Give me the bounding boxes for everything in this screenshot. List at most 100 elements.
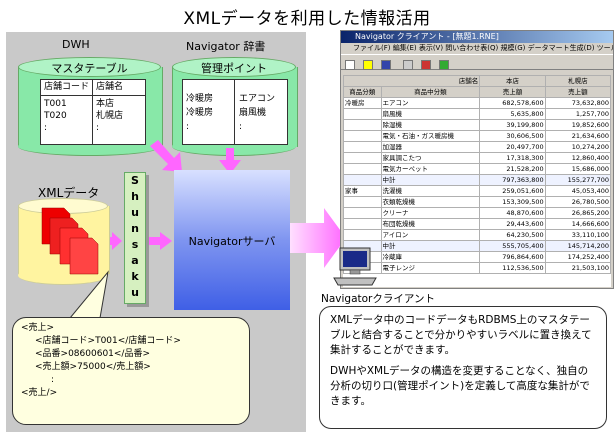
shunsaku-letter: n (131, 222, 139, 235)
table-cell: 48,870,600 (479, 207, 546, 219)
arrow-server-to-client (290, 208, 346, 268)
header-store-col2: 札幌店 (544, 75, 611, 87)
table-cell: 家具調こたつ (380, 152, 481, 164)
table-cell: 冷暖房 (343, 97, 382, 109)
management-point-title: 管理ポイント (201, 62, 267, 75)
table-cell (343, 152, 382, 164)
table-cell: 布団乾燥機 (380, 218, 481, 230)
xml-line: : (51, 375, 55, 385)
table-cell (343, 130, 382, 142)
header-store-col1: 本店 (479, 75, 546, 87)
header-subcategory: 商品中分類 (380, 86, 481, 98)
dict-cell: 冷暖房 (186, 108, 214, 118)
table-cell: 電気カーペット (380, 163, 481, 175)
table-cell: 259,051,600 (479, 185, 546, 197)
table-cell: 682,578,600 (479, 97, 546, 109)
dict-cell: 扇風機 (239, 108, 267, 118)
xml-data-label: XMLデータ (38, 186, 100, 200)
xml-data-cylinder (18, 198, 110, 285)
table-cell: 73,632,800 (544, 97, 611, 109)
table-cell (343, 119, 382, 131)
table-cell (343, 141, 382, 153)
management-point-table: 冷暖房 エアコン 冷暖房 扇風機 : : (182, 79, 288, 145)
arrow-shunsaku-to-server (147, 232, 172, 250)
table-cell: アイロン (380, 229, 481, 241)
shunsaku-letter: s (131, 238, 139, 251)
table-cell: 洗濯機 (380, 185, 481, 197)
shunsaku-letter: u (131, 286, 139, 299)
callout-pointer (68, 270, 109, 319)
master-table-title: マスタテーブル (51, 62, 128, 75)
shunsaku-letter: h (131, 190, 139, 203)
table-cell: エアコン (380, 97, 481, 109)
xml-sample-callout: <売上> <店舗コード>T001</店舗コード> <品番>08600601</品… (12, 317, 250, 425)
table-cell (343, 218, 382, 230)
description-paragraph-2: DWHやXMLデータの構造を変更することなく、独自の分析の切り口(管理ポイント)… (330, 365, 590, 407)
save-icon[interactable] (381, 60, 392, 70)
new-icon[interactable] (345, 60, 355, 70)
server-label: Navigatorサーバ (188, 235, 276, 248)
table-cell: 中計 (380, 174, 481, 186)
description-paragraph-1: XMLデータ中のコードデータもRDBMS上のマスタテーブルと結合することで分かり… (330, 314, 592, 356)
table-cell (343, 108, 382, 120)
table-cell: 19,852,600 (544, 119, 611, 131)
shunsaku-letter: a (131, 254, 139, 267)
client-window: Navigator クライアント - [無題1.RNE] ファイル(F) 編集(… (340, 30, 614, 289)
table-cell: 電気・石油・ガス暖房機 (380, 130, 481, 142)
table-cell: 冷蔵庫 (380, 251, 481, 263)
table-icon[interactable] (403, 60, 414, 70)
table-cell: 45,053,400 (544, 185, 611, 197)
arrow-xml-to-shunsaku (108, 232, 122, 250)
filter-icon[interactable] (439, 60, 450, 70)
xml-documents (41, 207, 99, 275)
table-cell (343, 163, 382, 175)
table-cell: 21,634,600 (544, 130, 611, 142)
dict-cell: : (239, 122, 243, 132)
open-icon[interactable] (363, 60, 374, 70)
dict-cell: 冷暖房 (186, 94, 214, 104)
dictionary-cylinder: 管理ポイント 冷暖房 エアコン 冷暖房 扇風機 : : (172, 57, 298, 156)
table-cell: 112,536,500 (479, 262, 546, 274)
menu-bar[interactable]: ファイル(F) 編集(E) 表示(V) 問い合わせ表(Q) 規模(G) データマ… (353, 44, 613, 52)
table-cell: 145,714,200 (544, 240, 611, 252)
client-label: Navigatorクライアント (321, 293, 435, 305)
toolbar[interactable] (341, 54, 613, 70)
table-cell: 1,257,700 (544, 108, 611, 120)
table-cell: 除湿機 (380, 119, 481, 131)
shunsaku-box: S h u n s a k u (124, 172, 146, 304)
table-cell (343, 196, 382, 208)
master-header-code: 店舗コード (44, 82, 90, 92)
xml-line: <売上/> (21, 388, 58, 398)
header-sales-col1: 売上額 (479, 86, 546, 98)
dict-cell: : (186, 122, 190, 132)
window-title: Navigator クライアント - [無題1.RNE] (341, 31, 613, 43)
xml-line: <売上額>75000</売上額> (35, 362, 151, 372)
table-cell (343, 207, 382, 219)
chart-icon[interactable] (421, 60, 432, 70)
header-sales-col2: 売上額 (544, 86, 611, 98)
dictionary-label: Navigator 辞書 (186, 40, 266, 53)
dict-cell: エアコン (239, 94, 276, 104)
table-cell: 12,860,400 (544, 152, 611, 164)
arrow-dwh-to-server (150, 140, 182, 172)
shunsaku-letter: k (131, 270, 139, 283)
table-cell: 扇風機 (380, 108, 481, 120)
table-cell: 21,528,200 (479, 163, 546, 175)
master-table: 店舗コード 店舗名 T001 本店 T020 札幌店 : : (40, 79, 146, 145)
description-box: XMLデータ中のコードデータもRDBMS上のマスタテーブルと結合することで分かり… (319, 306, 607, 429)
master-cell: : (96, 123, 100, 133)
